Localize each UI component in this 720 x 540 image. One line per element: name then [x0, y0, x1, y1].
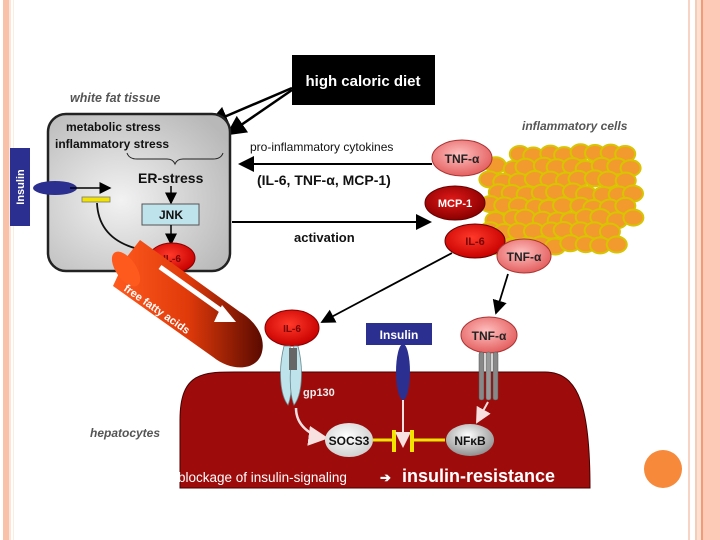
socs3-node: SOCS3: [325, 423, 373, 457]
insulin-receptor-fat: [33, 181, 77, 195]
svg-text:IL-6: IL-6: [465, 236, 485, 248]
tnf-to-liver-arrow: [492, 273, 509, 315]
insulin-resistance-label: insulin-resistance: [402, 466, 555, 486]
high-caloric-diet-box: high caloric diet: [292, 55, 435, 105]
tnf-alpha-receptor-node: TNF-α: [460, 316, 518, 354]
svg-text:Insulin: Insulin: [380, 328, 419, 342]
activation-label: activation: [294, 230, 355, 245]
gp130-label: gp130: [303, 387, 335, 399]
jnk-label: JNK: [159, 208, 183, 222]
high-caloric-diet-label: high caloric diet: [305, 73, 420, 90]
svg-text:SOCS3: SOCS3: [329, 434, 370, 448]
svg-text:TNF-α: TNF-α: [472, 329, 507, 343]
svg-text:TNF-α: TNF-α: [507, 250, 542, 264]
inflammatory-cell-cluster: [478, 143, 645, 256]
stress-brace: [126, 152, 224, 166]
inflammatory-cell: [622, 208, 645, 227]
il6-to-liver-arrow: [320, 252, 453, 323]
jnk-box: JNK: [141, 203, 200, 226]
inflammatory-cells-label: inflammatory cells: [522, 119, 628, 133]
ffa-white-arrow-shaft: [158, 264, 228, 317]
il6-receptor-node: IL-6: [264, 309, 320, 347]
white-fat-tissue-label: white fat tissue: [70, 91, 160, 105]
tnf-alpha-node-top: TNF-α: [431, 139, 493, 177]
diet-arrow-inflammatory: [225, 88, 293, 136]
slide-border-left: [0, 0, 16, 540]
gp130-core: [289, 348, 297, 370]
inflammatory-cell: [605, 235, 628, 254]
insulin-receptor-liver: [396, 344, 410, 400]
tnf-alpha-node-bottom: TNF-α: [496, 238, 552, 274]
metabolic-stress-label: metabolic stress: [66, 120, 161, 134]
svg-text:IL-6: IL-6: [283, 324, 301, 335]
inflammatory-stress-label: inflammatory stress: [55, 137, 169, 151]
slide-border-right: [680, 0, 720, 540]
tnf-receptor-stalks: [478, 351, 499, 401]
inhibition-bar: [81, 196, 111, 203]
il6-node-cells: IL-6: [444, 223, 506, 259]
er-stress-label: ER-stress: [138, 170, 204, 186]
pro-inflammatory-cytokines-label: pro-inflammatory cytokines: [250, 140, 393, 154]
hepatocyte-cell: [179, 371, 591, 489]
insulin-fat-label-box: Insulin: [10, 148, 30, 226]
svg-text:NFκB: NFκB: [454, 434, 486, 448]
gp130-to-socs3-arrow: [294, 407, 329, 446]
tnf-to-nfkb-arrow: [476, 401, 491, 424]
cytokine-list-label: (IL-6, TNF-α, MCP-1): [257, 172, 391, 188]
blockage-arrow-icon: ➔: [380, 470, 391, 485]
mcp1-node: MCP-1: [424, 185, 486, 221]
nfkb-node: NFκB: [446, 424, 494, 456]
slide-accent-dot: [644, 450, 682, 488]
svg-text:Insulin: Insulin: [15, 169, 27, 205]
ffa-white-arrow-head: [214, 305, 236, 322]
hepatocytes-label: hepatocytes: [90, 426, 160, 440]
blockage-label: blockage of insulin-signaling: [178, 470, 347, 485]
insulin-liver-label-box: Insulin: [366, 323, 432, 345]
svg-text:TNF-α: TNF-α: [445, 152, 480, 166]
svg-text:MCP-1: MCP-1: [438, 198, 472, 210]
svg-text:IL-6: IL-6: [163, 254, 181, 265]
